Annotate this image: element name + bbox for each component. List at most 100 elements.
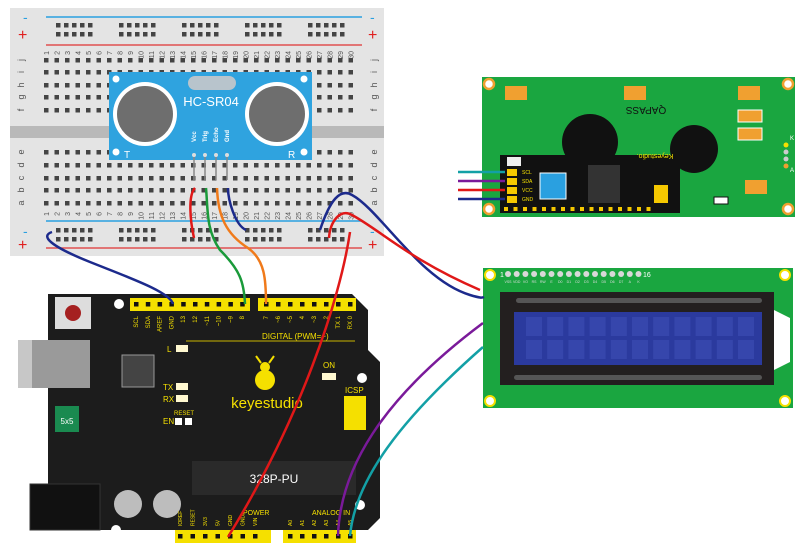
breadboard-hole[interactable] <box>96 70 102 75</box>
breadboard-hole[interactable] <box>348 150 354 155</box>
backpack-header-pin[interactable] <box>507 196 517 203</box>
breadboard-hole[interactable] <box>264 188 270 193</box>
breadboard-hole[interactable] <box>117 176 123 181</box>
breadboard-hole[interactable] <box>338 150 343 155</box>
rail-hole[interactable] <box>135 237 140 242</box>
breadboard-hole[interactable] <box>180 176 186 181</box>
rail-hole[interactable] <box>80 23 85 28</box>
breadboard-hole[interactable] <box>338 163 343 168</box>
breadboard-hole[interactable] <box>348 95 354 100</box>
rail-hole[interactable] <box>214 32 219 37</box>
breadboard-hole[interactable] <box>327 108 333 113</box>
breadboard-hole[interactable] <box>117 58 123 63</box>
digital-pin[interactable] <box>228 302 233 307</box>
rail-hole[interactable] <box>64 237 69 242</box>
breadboard-hole[interactable] <box>327 176 333 181</box>
breadboard-hole[interactable] <box>117 188 123 193</box>
breadboard-hole[interactable] <box>138 176 144 181</box>
backpack-header-pin[interactable] <box>507 169 517 176</box>
breadboard-hole[interactable] <box>128 58 133 63</box>
rail-hole[interactable] <box>151 228 156 233</box>
breadboard-hole[interactable] <box>264 176 270 181</box>
breadboard-hole[interactable] <box>75 188 81 193</box>
breadboard-hole[interactable] <box>54 201 60 206</box>
rail-hole[interactable] <box>308 23 313 28</box>
breadboard-hole[interactable] <box>233 176 238 181</box>
breadboard-hole[interactable] <box>306 201 312 206</box>
rail-hole[interactable] <box>80 32 85 37</box>
breadboard-hole[interactable] <box>275 163 280 168</box>
breadboard-hole[interactable] <box>138 201 144 206</box>
breadboard-hole[interactable] <box>65 108 70 113</box>
breadboard-hole[interactable] <box>338 70 343 75</box>
breadboard-hole[interactable] <box>96 95 102 100</box>
breadboard-hole[interactable] <box>212 176 217 181</box>
digital-pin[interactable] <box>169 302 174 307</box>
breadboard-hole[interactable] <box>170 201 175 206</box>
digital-pin[interactable] <box>181 302 186 307</box>
reset-button-cap[interactable] <box>65 305 81 321</box>
breadboard-hole[interactable] <box>86 70 91 75</box>
breadboard-hole[interactable] <box>327 188 333 193</box>
breadboard-hole[interactable] <box>44 70 49 75</box>
power-pin[interactable] <box>178 534 183 539</box>
breadboard-hole[interactable] <box>75 201 81 206</box>
breadboard-hole[interactable] <box>338 176 343 181</box>
rail-hole[interactable] <box>80 228 85 233</box>
breadboard-hole[interactable] <box>159 188 165 193</box>
breadboard-hole[interactable] <box>317 163 322 168</box>
breadboard-hole[interactable] <box>149 58 154 63</box>
rail-hole[interactable] <box>182 23 187 28</box>
trig-wire[interactable] <box>204 187 247 305</box>
analog-pin[interactable] <box>312 534 317 539</box>
breadboard-hole[interactable] <box>96 83 102 88</box>
rail-hole[interactable] <box>127 228 132 233</box>
rail-hole[interactable] <box>88 228 93 233</box>
breadboard-hole[interactable] <box>54 95 60 100</box>
rail-hole[interactable] <box>72 228 77 233</box>
breadboard-hole[interactable] <box>327 95 333 100</box>
breadboard-hole[interactable] <box>180 58 186 63</box>
analog-pin[interactable] <box>336 534 341 539</box>
breadboard-hole[interactable] <box>54 83 60 88</box>
breadboard-hole[interactable] <box>338 58 343 63</box>
echo-wire[interactable] <box>215 187 268 305</box>
breadboard-hole[interactable] <box>222 58 228 63</box>
breadboard-hole[interactable] <box>65 150 70 155</box>
breadboard-hole[interactable] <box>86 150 91 155</box>
rail-hole[interactable] <box>119 32 124 37</box>
breadboard-hole[interactable] <box>254 58 259 63</box>
breadboard-hole[interactable] <box>348 188 354 193</box>
analog-pin[interactable] <box>348 534 353 539</box>
rail-hole[interactable] <box>277 228 282 233</box>
breadboard-hole[interactable] <box>327 150 333 155</box>
rail-hole[interactable] <box>324 23 329 28</box>
rail-hole[interactable] <box>316 237 321 242</box>
breadboard-hole[interactable] <box>222 201 228 206</box>
breadboard-hole[interactable] <box>296 163 301 168</box>
breadboard-hole[interactable] <box>170 58 175 63</box>
breadboard-hole[interactable] <box>306 188 312 193</box>
breadboard-hole[interactable] <box>170 176 175 181</box>
rail-hole[interactable] <box>64 228 69 233</box>
rail-hole[interactable] <box>308 32 313 37</box>
rail-hole[interactable] <box>119 237 124 242</box>
rail-hole[interactable] <box>135 32 140 37</box>
breadboard-hole[interactable] <box>75 83 81 88</box>
analog-pin[interactable] <box>288 534 293 539</box>
breadboard-hole[interactable] <box>128 176 133 181</box>
breadboard-hole[interactable] <box>128 201 133 206</box>
breadboard-hole[interactable] <box>75 150 81 155</box>
breadboard-hole[interactable] <box>96 108 102 113</box>
breadboard-hole[interactable] <box>159 58 165 63</box>
rail-hole[interactable] <box>206 32 211 37</box>
rail-hole[interactable] <box>206 228 211 233</box>
breadboard-hole[interactable] <box>243 201 249 206</box>
rail-hole[interactable] <box>324 237 329 242</box>
breadboard-hole[interactable] <box>86 58 91 63</box>
power-pin[interactable] <box>203 534 208 539</box>
breadboard-hole[interactable] <box>348 108 354 113</box>
digital-pin[interactable] <box>276 302 281 307</box>
rail-hole[interactable] <box>269 237 274 242</box>
rail-hole[interactable] <box>308 237 313 242</box>
